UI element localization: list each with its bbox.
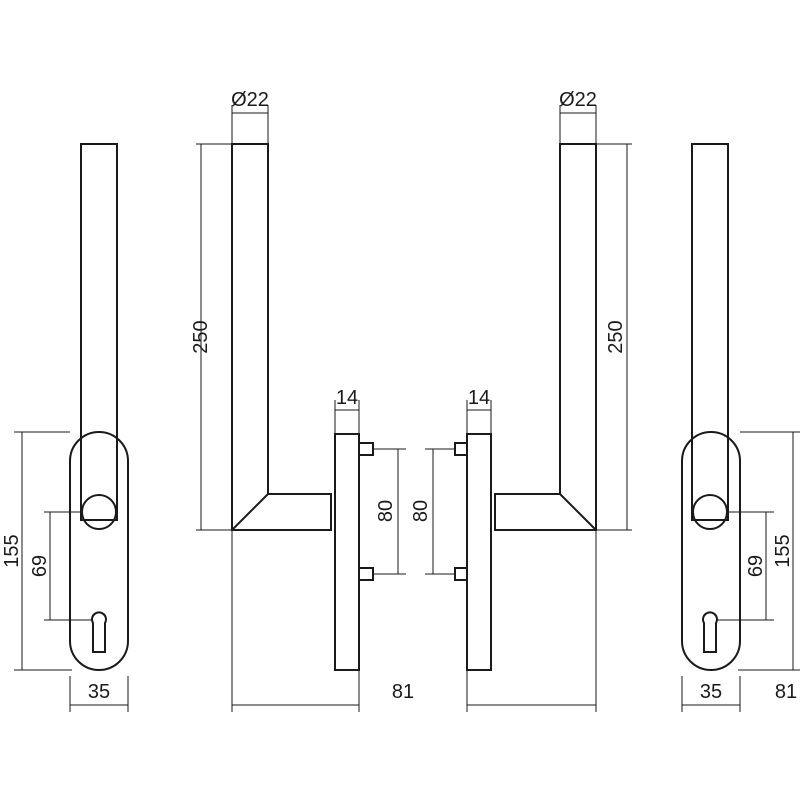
lever-profile-right (494, 143, 597, 531)
front-left-width-label: 35 (88, 681, 110, 703)
lever-bend-line-left (231, 493, 269, 531)
rose-plate-right (466, 433, 492, 671)
front-right-projection-label: 81 (775, 681, 797, 703)
lever-grip-front (80, 143, 118, 521)
side-right-thickness-label: 14 (468, 387, 490, 409)
front-right-dimensions (681, 431, 800, 712)
screw-top-right (454, 442, 468, 456)
lever-profile-left (231, 143, 332, 531)
escutcheon-plate (69, 431, 129, 671)
front-left-dimensions (14, 431, 129, 712)
lever-boss (81, 494, 117, 530)
side-left-diameter-label: Ø22 (231, 89, 269, 111)
side-left-length-label: 250 (190, 320, 212, 353)
side-left-dimensions (196, 105, 406, 712)
escutcheon-plate-right (681, 431, 741, 671)
lever-bend-line-right (559, 493, 597, 531)
screw-bottom-right (454, 567, 468, 581)
front-left-offset-label: 69 (29, 555, 51, 577)
side-left-spacing-label: 80 (375, 500, 397, 522)
lever-boss-right (692, 494, 728, 530)
front-right-height-label: 155 (772, 534, 794, 567)
screw-top-left (358, 442, 374, 456)
side-right-diameter-label: Ø22 (559, 89, 597, 111)
front-left-height-label: 155 (1, 534, 23, 567)
front-view-right (681, 143, 741, 671)
front-right-width-label: 35 (700, 681, 722, 703)
cylinder-cutout (91, 611, 107, 653)
side-left-projection-label: 81 (392, 681, 414, 703)
front-right-offset-label: 69 (745, 555, 767, 577)
side-left-thickness-label: 14 (336, 387, 358, 409)
side-right-length-label: 250 (605, 320, 627, 353)
cylinder-cutout-right (702, 611, 718, 653)
screw-bottom-left (358, 567, 374, 581)
side-right-dimensions (425, 105, 632, 712)
side-right-spacing-label: 80 (410, 500, 432, 522)
lever-grip-front-right (691, 143, 729, 521)
rose-plate-left (334, 433, 360, 671)
front-view-left (69, 143, 129, 671)
